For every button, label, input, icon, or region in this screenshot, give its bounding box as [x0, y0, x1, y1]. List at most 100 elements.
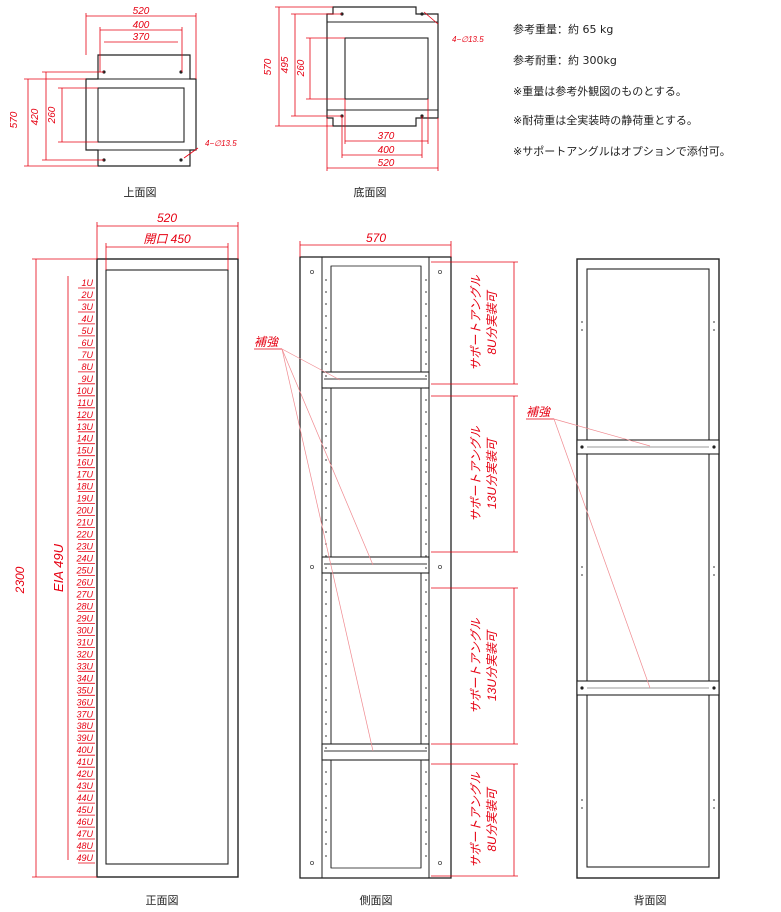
- support-section-title: サポートアングル: [469, 425, 483, 522]
- unit-label: 23U: [75, 542, 93, 552]
- support-section-capacity: 8U分実装可: [485, 289, 499, 354]
- note-weight: 参考重量：約 65 kg: [513, 22, 613, 36]
- rail-hole: [425, 819, 427, 821]
- unit-label: 10U: [76, 386, 93, 396]
- rail-hole: [425, 399, 427, 401]
- rail-hole: [325, 387, 327, 389]
- rail-hole: [325, 627, 327, 629]
- side-view-caption: 側面図: [360, 894, 393, 907]
- rail-hole: [325, 795, 327, 797]
- bottom-view-outline: [326, 6, 439, 127]
- unit-label: 48U: [76, 841, 93, 851]
- unit-label: 20U: [75, 506, 93, 516]
- rail-hole: [425, 759, 427, 761]
- rail-hole: [425, 579, 427, 581]
- rail-hole: [425, 351, 427, 353]
- rail-hole: [425, 291, 427, 293]
- rail-hole: [325, 771, 327, 773]
- rear-hole: [581, 329, 583, 331]
- rail-hole: [425, 495, 427, 497]
- support-section-4: サポートアングル 8U分実装可: [469, 771, 499, 868]
- rail-hole: [425, 363, 427, 365]
- unit-label: 26U: [75, 578, 93, 588]
- rail-hole: [425, 447, 427, 449]
- rail-hole: [425, 591, 427, 593]
- rail-hole: [325, 279, 327, 281]
- rail-hole: [425, 423, 427, 425]
- rail-hole: [425, 411, 427, 413]
- rail-hole: [425, 603, 427, 605]
- rear-hole: [581, 321, 583, 323]
- unit-label: 32U: [76, 649, 93, 659]
- unit-label: 46U: [76, 817, 93, 827]
- rail-hole: [325, 747, 327, 749]
- rail-hole: [425, 507, 427, 509]
- rail-hole: [325, 351, 327, 353]
- unit-label: 42U: [76, 769, 93, 779]
- hole-spec-top: 4−∅13.5: [205, 139, 237, 148]
- dim-bottom-495: 495: [280, 56, 291, 73]
- unit-label: 7U: [81, 350, 93, 360]
- rail-hole: [325, 855, 327, 857]
- rail-hole: [325, 303, 327, 305]
- rear-view-opening: [586, 268, 710, 868]
- rear-hole: [581, 566, 583, 568]
- rail-hole: [425, 675, 427, 677]
- rail-hole: [325, 615, 327, 617]
- unit-label: 1U: [81, 278, 93, 288]
- unit-label: 22U: [75, 530, 93, 540]
- rail-hole: [425, 279, 427, 281]
- unit-label: 35U: [76, 685, 93, 695]
- note-load: 参考耐重：約 300kg: [513, 53, 617, 67]
- rail-hole: [325, 363, 327, 365]
- top-view-opening: [97, 87, 185, 143]
- rail-hole: [325, 735, 327, 737]
- unit-label: 2U: [80, 290, 93, 300]
- rail-hole: [425, 567, 427, 569]
- rail-hole: [325, 555, 327, 557]
- bottom-view-caption: 底面図: [354, 185, 387, 199]
- unit-label: 6U: [81, 338, 93, 348]
- rail-hole: [325, 567, 327, 569]
- note-2: ※耐荷重は全実装時の静荷重とする。: [513, 113, 698, 127]
- unit-label: 44U: [76, 793, 93, 803]
- rail-hole: [425, 435, 427, 437]
- support-section-3: サポートアングル 13U分実装可: [469, 617, 499, 714]
- hole-icon: [420, 12, 424, 16]
- dim-top-570: 570: [9, 111, 20, 128]
- rail-hole: [325, 411, 327, 413]
- rail-hole: [425, 771, 427, 773]
- side-view-frame: [299, 256, 452, 879]
- dim-side-570: 570: [366, 231, 386, 245]
- rail-hole: [325, 723, 327, 725]
- unit-label: 33U: [76, 661, 93, 671]
- rear-hole: [713, 329, 715, 331]
- rail-hole: [325, 447, 327, 449]
- rail-hole: [425, 807, 427, 809]
- rear-view: 補強 背面図: [526, 258, 720, 907]
- rail-hole: [425, 831, 427, 833]
- unit-label: 14U: [76, 434, 93, 444]
- top-view: 520 400 370 570 420 260 4−∅13.5 上面図: [9, 6, 237, 199]
- unit-label: 3U: [81, 302, 93, 312]
- support-section-title: サポートアングル: [469, 617, 483, 714]
- rail-hole: [325, 423, 327, 425]
- rear-hole: [713, 321, 715, 323]
- rail-hole: [425, 843, 427, 845]
- rail-hole: [425, 687, 427, 689]
- eia-label: EIA 49U: [51, 543, 66, 592]
- rail-hole: [325, 639, 327, 641]
- rail-hole: [425, 555, 427, 557]
- rail-hole: [425, 339, 427, 341]
- rail-hole: [325, 831, 327, 833]
- rail-hole: [425, 459, 427, 461]
- rail-hole: [425, 783, 427, 785]
- rail-hole: [325, 711, 327, 713]
- notes-block: 参考重量：約 65 kg 参考耐重：約 300kg ※重量は参考外観図のものとす…: [513, 22, 731, 158]
- rear-holes: [581, 321, 715, 809]
- unit-label: 29U: [75, 613, 93, 623]
- rail-hole: [325, 675, 327, 677]
- support-section-1: サポートアングル 8U分実装可: [469, 274, 499, 371]
- rail-hole: [425, 615, 427, 617]
